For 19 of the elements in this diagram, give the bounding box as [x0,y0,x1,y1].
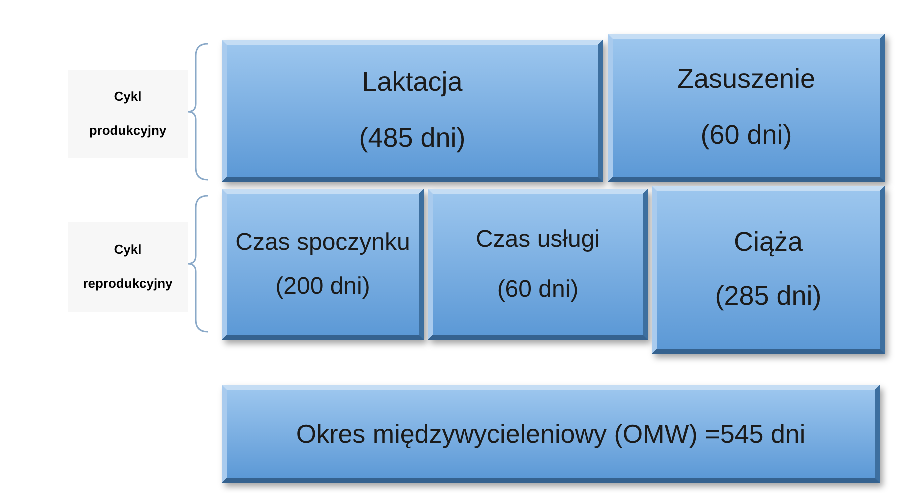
cycle-label: Cykl reprodukcyjny [83,241,173,293]
process-box [608,34,885,182]
box-text: (200 dni) [276,272,370,302]
box-text: Laktacja [362,66,463,100]
process-box [222,40,603,182]
box-text: Okres międzywycieleniowy (OMW) =545 dni [296,418,806,450]
process-box [652,186,885,354]
process-box [222,385,880,483]
cycle-label: Cykl produkcyjny [88,88,168,140]
box-text: (60 dni) [700,119,792,152]
box-text: (60 dni) [497,274,579,304]
box-text: Czas usługi [476,224,600,254]
box-text: (285 dni) [715,280,822,313]
process-box [428,189,648,340]
box-text: (485 dni) [359,122,466,155]
process-box [222,189,424,340]
box-text: Zasuszenie [677,63,816,96]
box-text: Ciąża [734,226,804,260]
box-text: Czas spoczynku [236,228,410,258]
